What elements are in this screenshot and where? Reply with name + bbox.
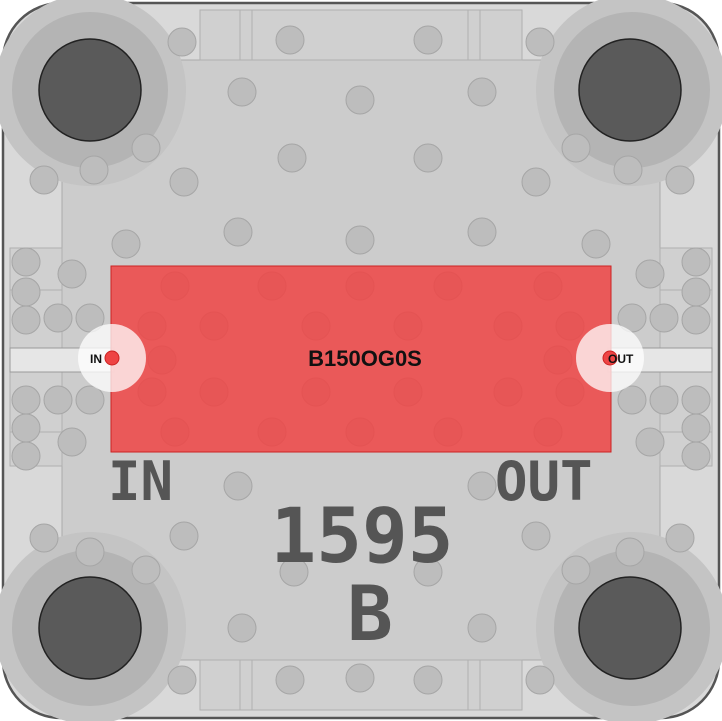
via xyxy=(525,27,555,57)
via xyxy=(681,441,711,471)
via xyxy=(75,537,105,567)
via xyxy=(345,85,375,115)
via xyxy=(615,537,645,567)
via xyxy=(169,167,199,197)
chip-label: B150OG0S xyxy=(308,346,422,371)
silk-variant: B xyxy=(347,569,393,658)
via xyxy=(57,427,87,457)
via xyxy=(131,555,161,585)
via xyxy=(29,165,59,195)
mount-hole-bottom-left xyxy=(38,576,142,680)
via xyxy=(613,155,643,185)
via xyxy=(279,557,309,587)
via xyxy=(467,613,497,643)
via xyxy=(11,305,41,335)
silk-out: OUT xyxy=(495,450,593,513)
via xyxy=(227,613,257,643)
via xyxy=(223,471,253,501)
chip-body xyxy=(110,265,612,453)
via xyxy=(665,523,695,553)
via xyxy=(223,217,253,247)
via xyxy=(11,247,41,277)
mount-hole-top-left xyxy=(38,38,142,142)
silk-part-number: 1595 xyxy=(270,491,453,580)
via xyxy=(79,155,109,185)
via xyxy=(413,665,443,695)
port-label-in: IN xyxy=(90,352,102,366)
via xyxy=(581,229,611,259)
via xyxy=(167,665,197,695)
via xyxy=(413,557,443,587)
via xyxy=(75,385,105,415)
via xyxy=(681,385,711,415)
via xyxy=(617,303,647,333)
via xyxy=(169,521,199,551)
via xyxy=(467,77,497,107)
port-label-out: OUT xyxy=(608,352,634,366)
via xyxy=(275,665,305,695)
via xyxy=(681,413,711,443)
silk-in: IN xyxy=(108,450,173,513)
via xyxy=(345,225,375,255)
via xyxy=(413,143,443,173)
via xyxy=(11,277,41,307)
via xyxy=(345,663,375,693)
via xyxy=(11,385,41,415)
via xyxy=(227,77,257,107)
via xyxy=(11,413,41,443)
via xyxy=(413,25,443,55)
via xyxy=(635,259,665,289)
via xyxy=(131,133,161,163)
via xyxy=(43,385,73,415)
via xyxy=(561,133,591,163)
via xyxy=(681,247,711,277)
via xyxy=(75,303,105,333)
mount-hole-bottom-right xyxy=(578,576,682,680)
mount-hole-top-right xyxy=(578,38,682,142)
via xyxy=(681,277,711,307)
via xyxy=(681,305,711,335)
via xyxy=(635,427,665,457)
via xyxy=(167,27,197,57)
via xyxy=(649,303,679,333)
mount-holes xyxy=(38,38,682,680)
via xyxy=(467,217,497,247)
via xyxy=(277,143,307,173)
via xyxy=(617,385,647,415)
via xyxy=(43,303,73,333)
via xyxy=(111,229,141,259)
port-pads xyxy=(78,324,644,392)
via xyxy=(521,167,551,197)
via xyxy=(275,25,305,55)
via xyxy=(467,471,497,501)
via xyxy=(525,665,555,695)
via xyxy=(665,165,695,195)
via xyxy=(57,259,87,289)
via xyxy=(521,521,551,551)
via xyxy=(649,385,679,415)
via xyxy=(29,523,59,553)
via xyxy=(561,555,591,585)
via xyxy=(11,441,41,471)
